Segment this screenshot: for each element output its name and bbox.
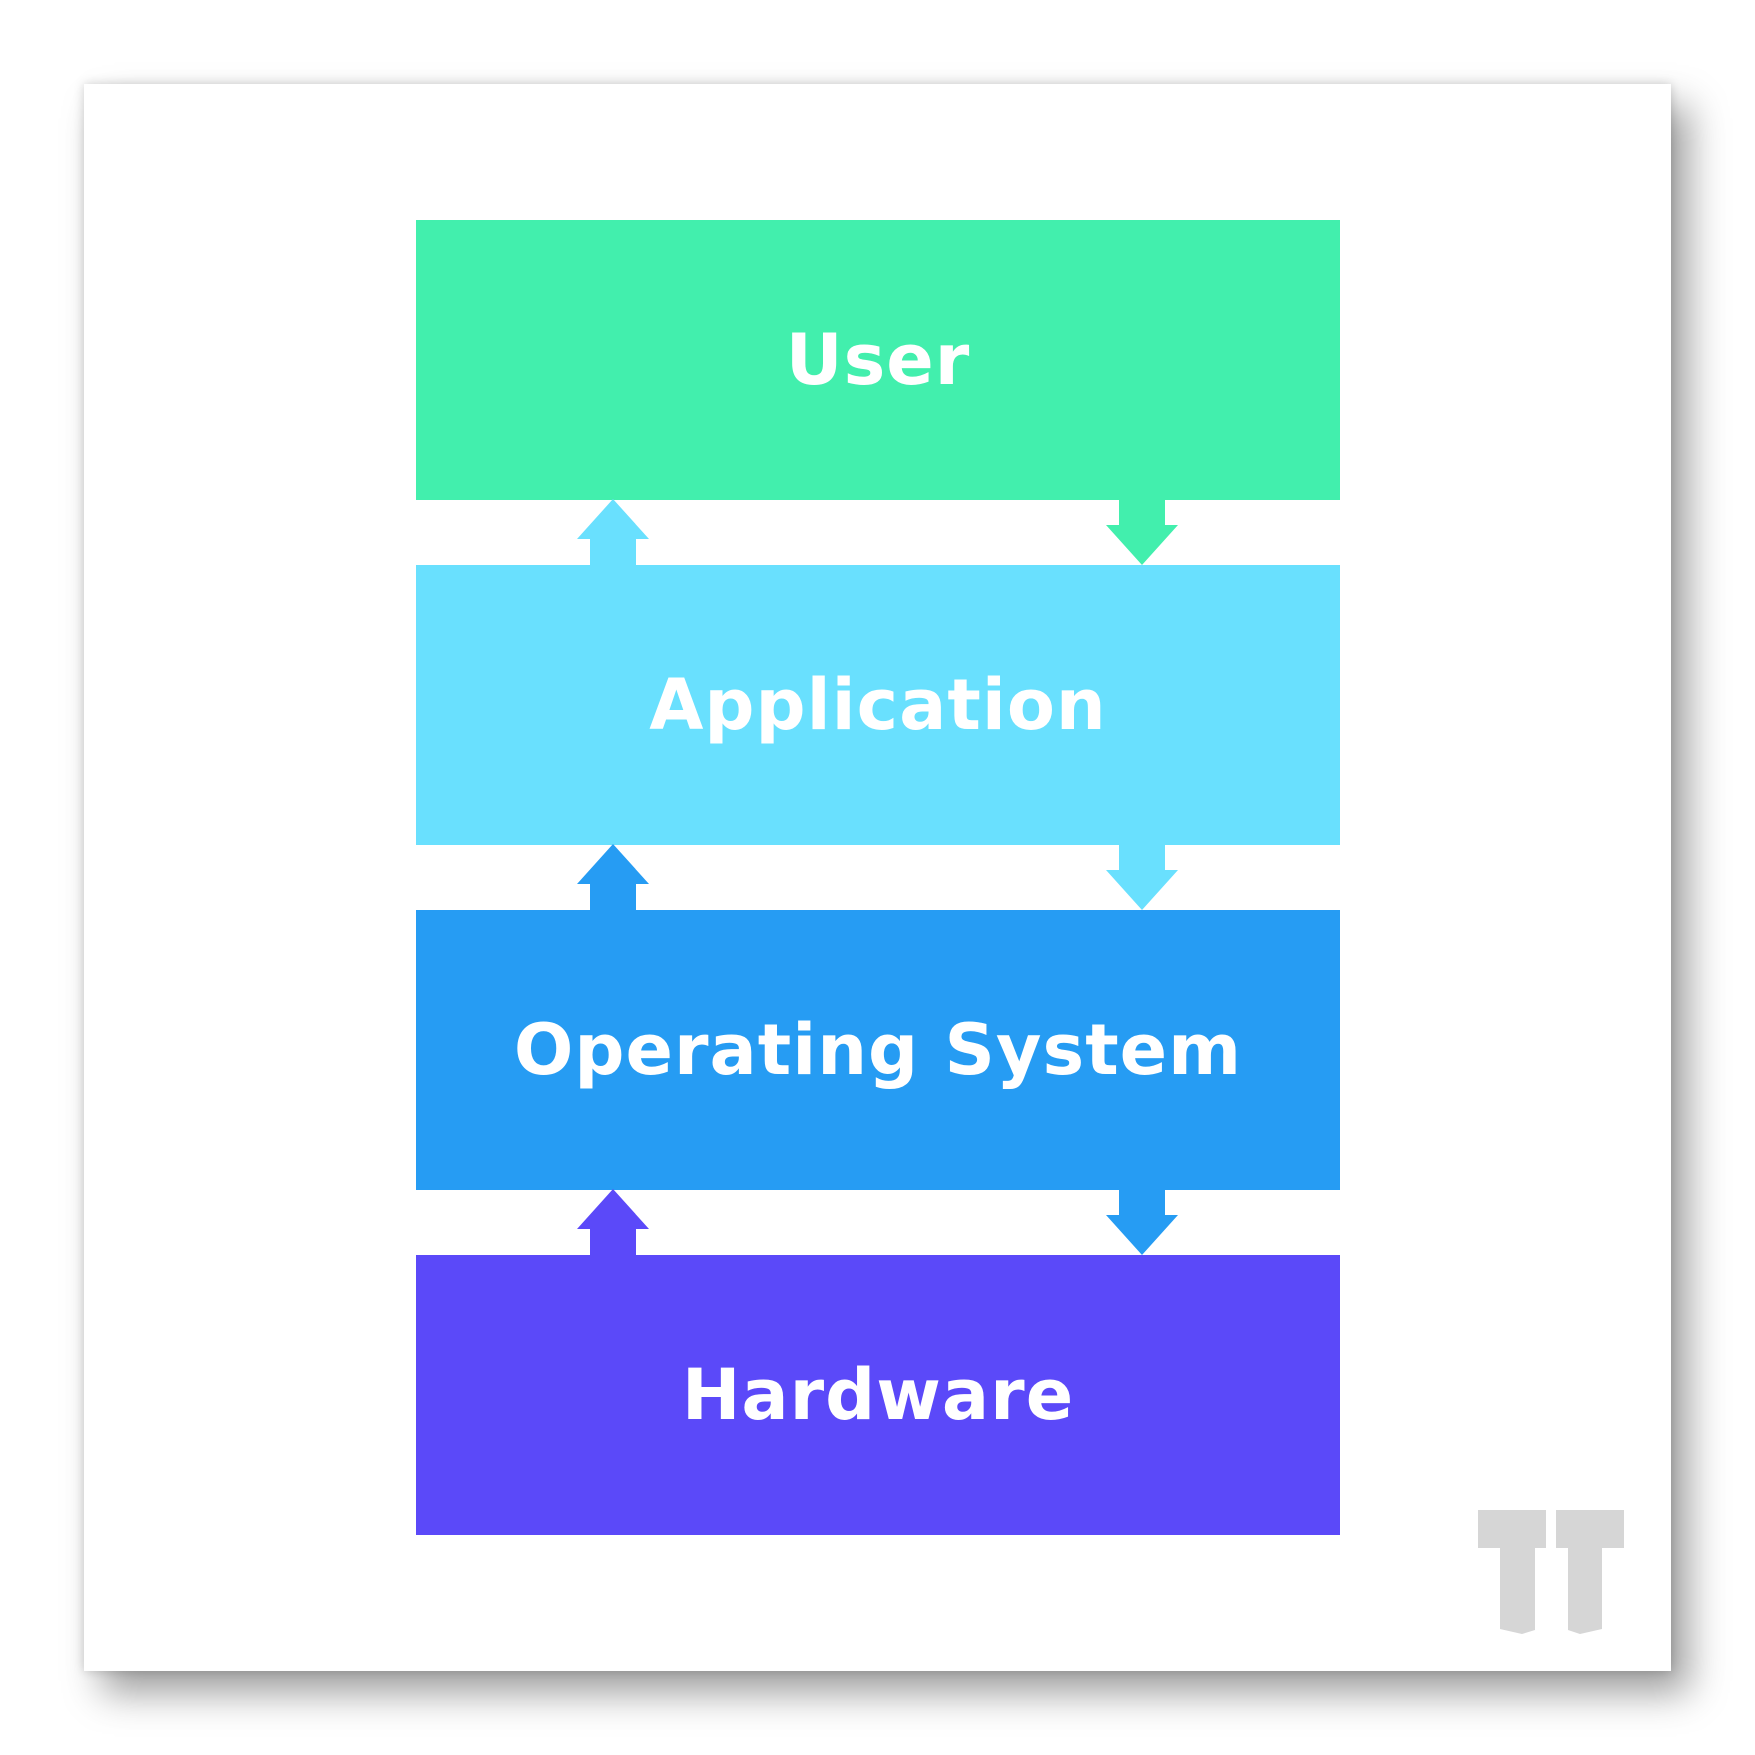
layer-operating-system-label: Operating System bbox=[513, 1009, 1243, 1091]
layer-user-label: User bbox=[785, 319, 971, 401]
layer-hardware: Hardware bbox=[416, 1255, 1340, 1535]
layer-operating-system: Operating System bbox=[416, 910, 1340, 1190]
arrow-up-application-to-user bbox=[577, 499, 649, 565]
arrow-down-user-to-application bbox=[1106, 499, 1178, 565]
layer-application: Application bbox=[416, 565, 1340, 845]
arrow-up-hardware-to-os bbox=[577, 1189, 649, 1255]
tt-logo-icon bbox=[1478, 1510, 1624, 1634]
layer-user: User bbox=[416, 220, 1340, 500]
arrow-up-os-to-application bbox=[577, 844, 649, 910]
layer-application-label: Application bbox=[649, 664, 1107, 746]
arrow-down-os-to-hardware bbox=[1106, 1189, 1178, 1255]
arrow-down-application-to-os bbox=[1106, 844, 1178, 910]
layer-hardware-label: Hardware bbox=[681, 1354, 1075, 1436]
